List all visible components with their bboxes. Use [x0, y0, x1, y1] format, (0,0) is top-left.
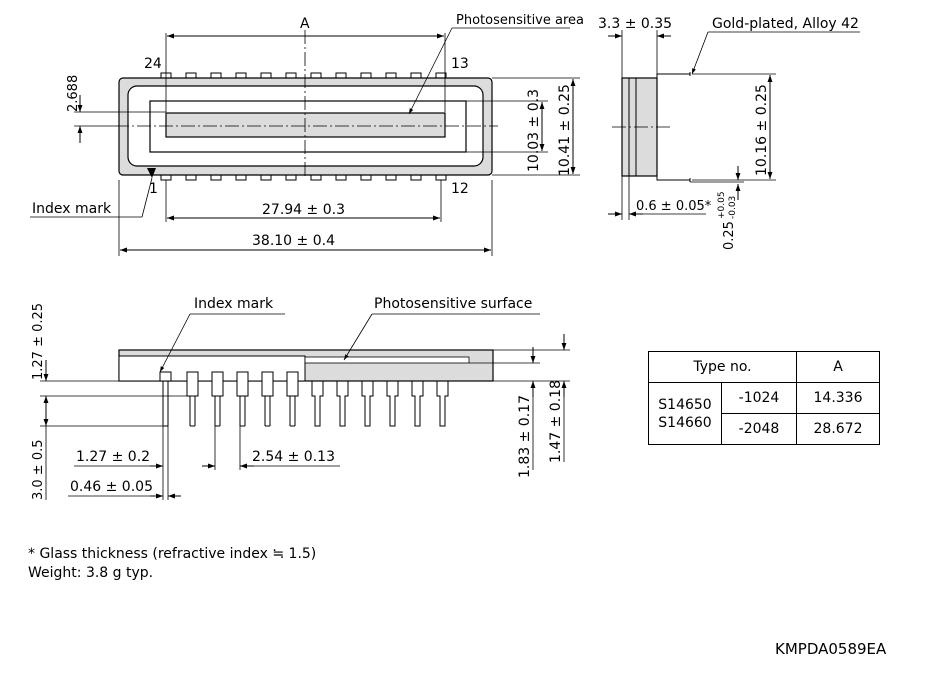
pin-13-label: 13 — [451, 56, 469, 72]
dimension-127-02-label: 1.27 ± 0.2 — [76, 449, 150, 465]
front-view-pins — [159, 371, 449, 427]
dimension-30-label: 3.0 ± 0.5 — [31, 439, 46, 500]
photosensitive-area-rect — [165, 112, 446, 138]
weight-note: Weight: 3.8 g typ. — [28, 565, 154, 581]
dimension-2688-label: 2.688 — [66, 75, 81, 112]
pin-12-label: 12 — [451, 181, 469, 197]
front-view: Index mark Photosensitive surface 1.27 ±… — [31, 296, 570, 500]
dimension-33-label: 3.3 ± 0.35 — [598, 16, 672, 32]
dimension-06-label: 0.6 ± 0.05* — [636, 199, 712, 214]
table-row: -2048 28.672 — [649, 413, 880, 445]
dimension-025-minus-tol: -0.03 — [728, 196, 738, 219]
pin-1-label: 1 — [149, 181, 158, 197]
table-header-type: Type no. — [648, 351, 797, 383]
top-view: A Photosensitive area 24 13 1 12 Index m… — [30, 13, 584, 256]
side-view: 3.3 ± 0.35 Gold-plated, Alloy 42 10.16 ±… — [598, 16, 860, 250]
dimension-254-label: 2.54 ± 0.13 — [252, 449, 335, 465]
gold-plated-label: Gold-plated, Alloy 42 — [712, 16, 859, 32]
dimension-046-label: 0.46 ± 0.05 — [70, 479, 153, 495]
table-suffix-1024: -1024 — [721, 382, 797, 414]
dimension-183-label: 1.83 ± 0.17 — [517, 395, 533, 478]
top-view-pins-top — [160, 72, 447, 81]
document-code: KMPDA0589EA — [775, 640, 887, 658]
dimension-025-plus-tol: +0.05 — [717, 191, 727, 219]
glass-thickness-note: * Glass thickness (refractive index ≒ 1.… — [28, 546, 317, 562]
front-view-glass — [304, 356, 470, 364]
table-row: S14650 S14660 -1024 14.336 — [648, 382, 880, 445]
table-a-28672: 28.672 — [796, 413, 880, 445]
dimension-1016-label: 10.16 ± 0.25 — [754, 84, 770, 176]
model-s14650: S14650 — [658, 396, 712, 413]
table-header-row: Type no. A — [648, 351, 880, 383]
type-number-table: Type no. A S14650 S14660 -1024 14.336 -2… — [648, 351, 880, 445]
dimension-2794-label: 27.94 ± 0.3 — [262, 202, 345, 218]
dimension-a-label: A — [300, 16, 310, 32]
top-view-inner-frame — [149, 100, 467, 153]
front-index-mark-label: Index mark — [194, 296, 274, 312]
dimension-1003-label: 10.03 ± 0.3 — [526, 89, 542, 172]
photosensitive-surface-label: Photosensitive surface — [374, 296, 532, 312]
dimension-127-025-label: 1.27 ± 0.25 — [31, 303, 46, 380]
table-header-a: A — [796, 351, 880, 383]
model-s14660: S14660 — [658, 414, 712, 431]
dimension-147-label: 1.47 ± 0.18 — [548, 380, 564, 463]
table-a-14336: 14.336 — [796, 382, 880, 414]
pin-24-label: 24 — [144, 56, 162, 72]
dimension-1041-label: 10.41 ± 0.25 — [557, 84, 573, 176]
table-model-cell: S14650 S14660 — [648, 382, 722, 445]
photosensitive-area-label: Photosensitive area — [456, 13, 584, 28]
table-suffix-2048: -2048 — [721, 413, 797, 445]
index-mark-label: Index mark — [32, 201, 112, 217]
dimension-025-label: 0.25 — [722, 221, 737, 250]
dimension-3810-label: 38.10 ± 0.4 — [252, 233, 335, 249]
